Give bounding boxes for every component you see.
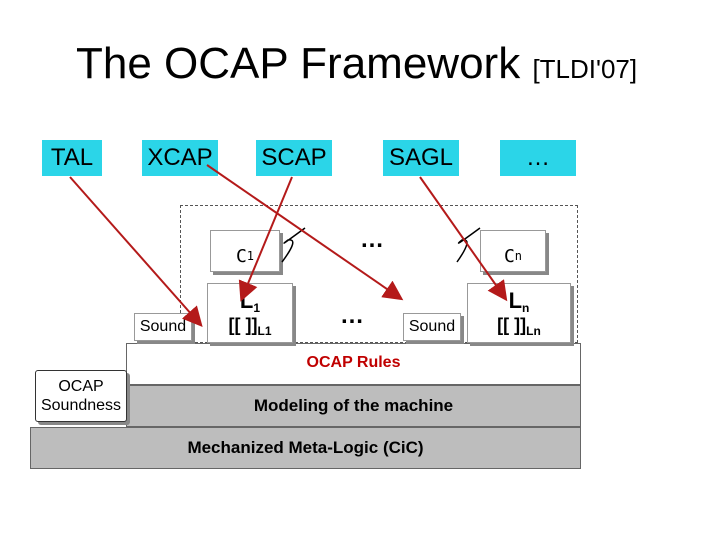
- title-citation: [TLDI'07]: [532, 54, 638, 84]
- ocap-rules-label: OCAP Rules: [306, 354, 401, 371]
- arrow-sagl: [419, 176, 508, 302]
- soundness-line-1: OCAP: [58, 377, 104, 395]
- c1-label: C: [235, 245, 247, 267]
- ellipsis-top: …: [360, 226, 384, 253]
- l1-subscript: 1: [253, 301, 261, 315]
- l1-interp-subscript: L1: [257, 324, 272, 338]
- ocap-container: [180, 205, 578, 343]
- ln-subscript: n: [522, 301, 530, 315]
- connector-c1-squiggle: [281, 227, 306, 263]
- logic-xcap: XCAP: [142, 140, 218, 176]
- cn-subscript: n: [514, 249, 523, 263]
- arrow-xcap: [206, 164, 404, 301]
- layer-ocap-rules: OCAP Rules: [126, 343, 581, 385]
- title-main: The OCAP Framework: [76, 39, 521, 88]
- sound-box-right: Sound: [403, 313, 461, 341]
- arrow-scap: [238, 176, 293, 302]
- cn-label: C: [503, 245, 515, 267]
- soundness-line-2: Soundness: [40, 397, 122, 414]
- logic-sagl: SAGL: [383, 140, 459, 176]
- c1-subscript: 1: [246, 249, 255, 263]
- page-title: The OCAP Framework [TLDI'07]: [76, 42, 637, 86]
- arrow-tal: [69, 176, 203, 327]
- logic-tal: TAL: [42, 140, 102, 176]
- connector-cn-squiggle: [456, 227, 481, 263]
- ln-interp-subscript: Ln: [526, 324, 541, 338]
- layer-modeling: Modeling of the machine: [126, 385, 581, 427]
- ellipsis-middle: …: [340, 302, 364, 329]
- ln-label: L: [508, 288, 523, 313]
- logic-box-ln: Ln [[ ]]Ln: [467, 283, 571, 343]
- layer-metalogic: Mechanized Meta-Logic (CiC): [30, 427, 581, 469]
- ln-interpretation: [[ ]]: [497, 315, 527, 335]
- l1-interpretation: [[ ]]: [228, 315, 258, 335]
- ocap-soundness-box: OCAP Soundness: [35, 370, 127, 422]
- logic-scap: SCAP: [256, 140, 332, 176]
- logic-more: …: [500, 140, 576, 176]
